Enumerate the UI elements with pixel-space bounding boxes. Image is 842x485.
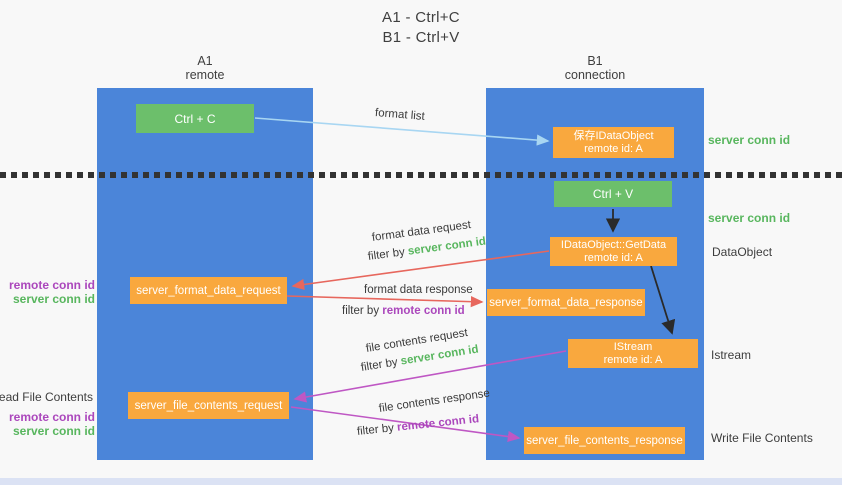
ctrl-v-label: Ctrl + V [592,187,634,201]
istream-line1: IStream [613,340,653,353]
remote-conn-id-text: remote conn id [382,305,465,317]
server-file-contents-response-box: server_file_contents_response [524,427,685,454]
write-file-contents-label: Write File Contents [711,431,813,445]
ctrl-v-box: Ctrl + V [554,181,672,207]
server-file-contents-request-box: server_file_contents_request [128,392,289,419]
ctrl-c-box: Ctrl + C [136,104,254,133]
istream-box: IStream remote id: A [568,339,698,368]
istream-side-label: Istream [711,348,752,362]
read-file-contents-label: Read File Contents [0,390,93,404]
filter-by-text: filter by [367,246,406,263]
server-file-contents-request-label: server_file_contents_request [134,399,283,412]
save-dataobject-box: 保存IDataObject remote id: A [553,127,674,158]
column-a1-name: A1 [197,54,213,68]
dataobject-side-label: DataObject [712,245,773,259]
column-header-b1: B1 connection [486,54,704,82]
server-format-data-request-box: server_format_data_request [130,277,287,304]
format-data-response-label: format data response [364,284,473,296]
getdata-line2: remote id: A [584,251,643,264]
filter-by-remote-conn-id-label-2: filter by remote conn id [356,413,479,438]
left-remote-conn-id-label-2: remote conn id [8,410,95,424]
remote-conn-id-text: remote conn id [396,413,480,434]
filter-by-text: filter by [342,305,380,317]
server-conn-id-text: server conn id [407,235,487,258]
format-list-label: format list [374,107,426,123]
title-line-1: A1 - Ctrl+C [382,9,460,26]
arrow-format-data-response [286,295,484,308]
getdata-box: IDataObject::GetData remote id: A [550,237,677,266]
column-a1-role: remote [185,68,225,82]
filter-by-text: filter by [356,422,395,438]
getdata-line1: IDataObject::GetData [560,238,667,251]
server-format-data-response-box: server_format_data_response [487,289,645,316]
file-contents-response-label: file contents response [378,387,491,415]
diagram-title: A1 - Ctrl+C B1 - Ctrl+V [0,8,842,48]
filter-by-remote-conn-id-label-1: filter by remote conn id [342,305,465,317]
server-format-data-request-label: server_format_data_request [136,284,281,297]
server-file-contents-response-label: server_file_contents_response [526,434,683,447]
server-format-data-response-label: server_format_data_response [489,296,643,309]
ctrl-c-label: Ctrl + C [174,111,216,126]
left-server-conn-id-label-1: server conn id [12,292,95,306]
save-dataobject-line1: 保存IDataObject [573,129,654,142]
title-line-2: B1 - Ctrl+V [382,29,460,46]
istream-line2: remote id: A [603,353,663,366]
column-b1-role: connection [564,68,626,82]
column-header-a1: A1 remote [97,54,313,82]
column-b1-name: B1 [587,54,603,68]
right-server-conn-id-label-2: server conn id [708,211,791,225]
left-server-conn-id-label-2: server conn id [12,424,95,438]
right-server-conn-id-label-1: server conn id [708,133,791,147]
save-dataobject-line2: remote id: A [584,142,643,155]
dashed-separator [0,172,842,178]
left-remote-conn-id-label-1: remote conn id [8,278,95,292]
bottom-strip [0,478,842,485]
filter-by-text: filter by [360,356,399,374]
